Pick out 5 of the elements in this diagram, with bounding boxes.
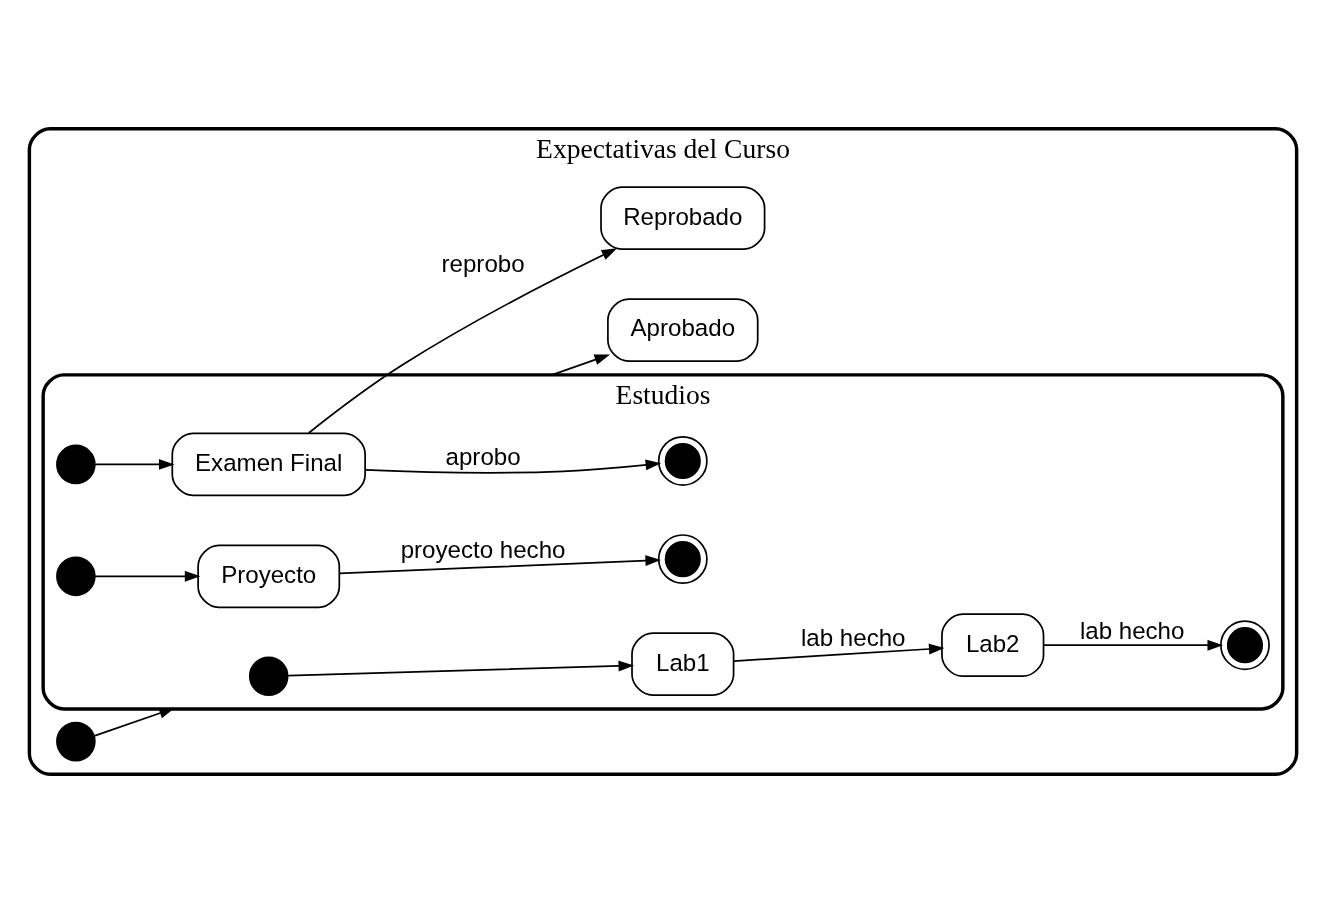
edge-label: aprobo <box>445 442 521 470</box>
edge-label: proyecto hecho <box>400 535 566 563</box>
edge-label: lab hecho <box>801 623 906 651</box>
edge-label: reprobo <box>441 249 525 277</box>
edge-label: lab hecho <box>1079 616 1185 644</box>
